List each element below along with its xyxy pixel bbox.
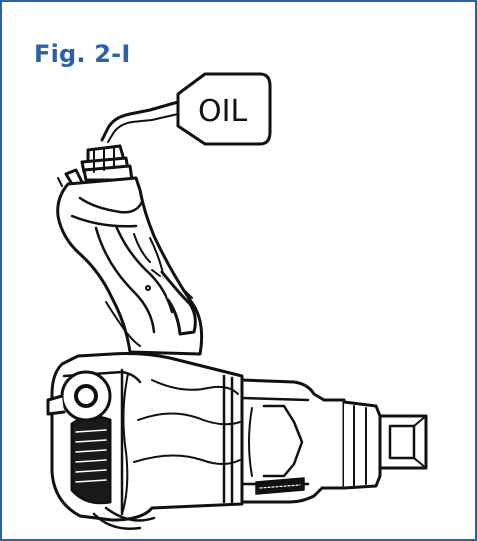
oil-bottle-text: OIL <box>198 94 247 129</box>
oil-bottle-icon: OIL <box>100 72 272 146</box>
regulator-knob-icon <box>46 370 112 422</box>
square-drive <box>378 414 428 470</box>
tool-handle <box>56 176 204 356</box>
air-inlet-fitting <box>57 144 134 187</box>
figure-label: Fig. 2-I <box>34 40 131 68</box>
motor-housing <box>46 352 244 530</box>
exhaust-grille <box>70 415 112 505</box>
hammer-case <box>240 378 382 504</box>
